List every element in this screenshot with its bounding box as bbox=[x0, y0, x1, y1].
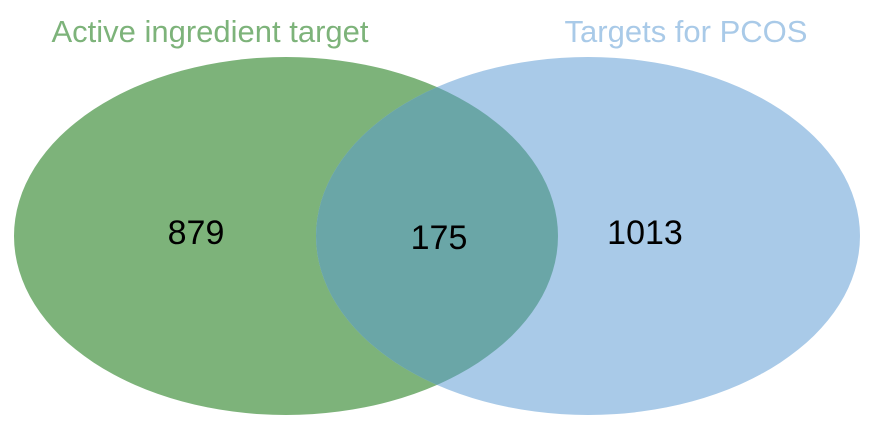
set-b-title: Targets for PCOS bbox=[565, 14, 808, 49]
overlap-count: 175 bbox=[411, 219, 468, 257]
overlap-region bbox=[316, 57, 558, 415]
set-a-title: Active ingredient target bbox=[51, 14, 368, 49]
set-a-only-count: 879 bbox=[168, 214, 225, 252]
set-b-only-count: 1013 bbox=[607, 214, 683, 252]
